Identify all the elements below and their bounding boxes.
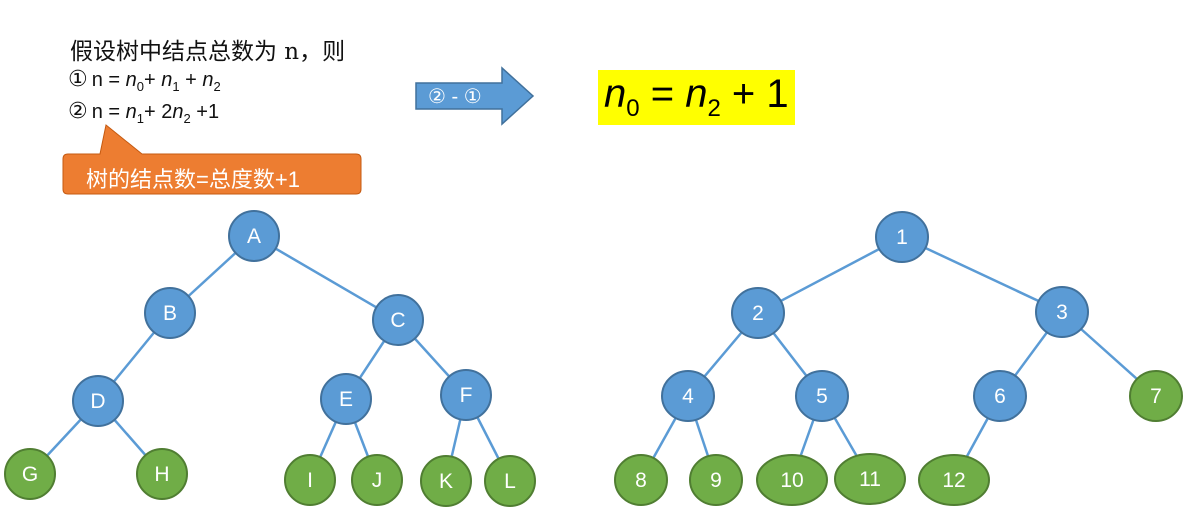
tree-edge: [757, 235, 903, 315]
node-label: 11: [859, 468, 881, 491]
equation-1-marker: ①: [68, 66, 88, 91]
leaf-node: [1129, 370, 1183, 422]
internal-node: [973, 370, 1027, 422]
result-formula: n0 = n2 + 1: [598, 70, 795, 125]
internal-node: [1035, 286, 1089, 338]
eq2-sub: 1: [136, 111, 145, 126]
right-arrow-icon: [415, 66, 535, 126]
internal-node: [875, 211, 929, 263]
internal-node: [795, 370, 849, 422]
node-label: 6: [994, 385, 1006, 408]
node-label: 5: [816, 385, 828, 408]
internal-node: [228, 210, 280, 262]
eq2-term: n: [172, 101, 184, 123]
leaf-node: [484, 455, 536, 507]
node-label: A: [247, 225, 261, 248]
callout-bubble: [62, 124, 362, 195]
eq1-op: +: [179, 69, 203, 91]
eq2-op: + 2: [144, 101, 173, 123]
node-label: C: [390, 309, 405, 332]
leaf-node: [284, 454, 336, 506]
node-label: B: [163, 302, 177, 325]
internal-node: [320, 373, 372, 425]
internal-node: [440, 369, 492, 421]
node-label: 10: [780, 469, 803, 492]
result-op: =: [639, 72, 686, 116]
node-label: G: [22, 463, 38, 486]
node-label: H: [154, 463, 169, 486]
eq1-sub: 1: [172, 79, 180, 94]
eq1-sub: 2: [213, 79, 221, 94]
node-label: 8: [635, 469, 647, 492]
node-label: 7: [1150, 385, 1162, 408]
internal-node: [372, 294, 424, 346]
leaf-node: [918, 454, 990, 506]
node-label: D: [90, 390, 105, 413]
eq1-lhs: n =: [91, 69, 126, 91]
callout-text: 树的结点数=总度数+1: [86, 167, 300, 192]
leaf-node: [4, 448, 56, 500]
node-label: 3: [1056, 301, 1068, 324]
leaf-node: [756, 454, 828, 506]
eq1-term: n: [202, 69, 214, 91]
eq2-sub: 2: [183, 111, 191, 126]
node-label: I: [307, 469, 313, 492]
node-label: L: [504, 470, 516, 493]
result-sub: 2: [707, 95, 721, 122]
node-label: K: [439, 470, 453, 493]
tree-left: A B C D E F G H I J K L: [4, 210, 536, 507]
leaf-node: [834, 453, 906, 505]
eq2-term: n: [125, 101, 137, 123]
node-label: F: [460, 384, 473, 407]
result-sub: 0: [626, 95, 640, 122]
intro-text: 假设树中结点总数为 n，则: [70, 39, 346, 65]
leaf-node: [136, 448, 188, 500]
eq2-op: +1: [190, 101, 220, 123]
leaf-node: [420, 455, 472, 507]
internal-node: [661, 370, 715, 422]
tree-edge: [901, 235, 1063, 314]
equation-2-marker: ②: [68, 98, 88, 123]
eq2-lhs: n =: [91, 101, 126, 123]
node-label: 1: [896, 226, 908, 249]
node-label: 2: [752, 302, 764, 325]
node-label: J: [372, 469, 383, 492]
eq1-op: +: [144, 69, 162, 91]
leaf-node: [351, 454, 403, 506]
node-label: 4: [682, 385, 694, 408]
eq1-sub: 0: [136, 79, 145, 94]
eq1-term: n: [161, 69, 173, 91]
node-label: E: [339, 388, 353, 411]
internal-node: [144, 287, 196, 339]
internal-node: [731, 287, 785, 339]
result-term: n: [685, 72, 708, 116]
result-op: + 1: [720, 72, 789, 116]
node-label: 9: [710, 469, 722, 492]
result-term: n: [604, 72, 627, 116]
arrow-label: ② - ①: [428, 86, 482, 108]
tree-edge: [253, 234, 399, 322]
leaf-node: [689, 454, 743, 506]
node-label: 12: [942, 469, 965, 492]
leaf-node: [614, 454, 668, 506]
eq1-term: n: [125, 69, 137, 91]
internal-node: [72, 375, 124, 427]
